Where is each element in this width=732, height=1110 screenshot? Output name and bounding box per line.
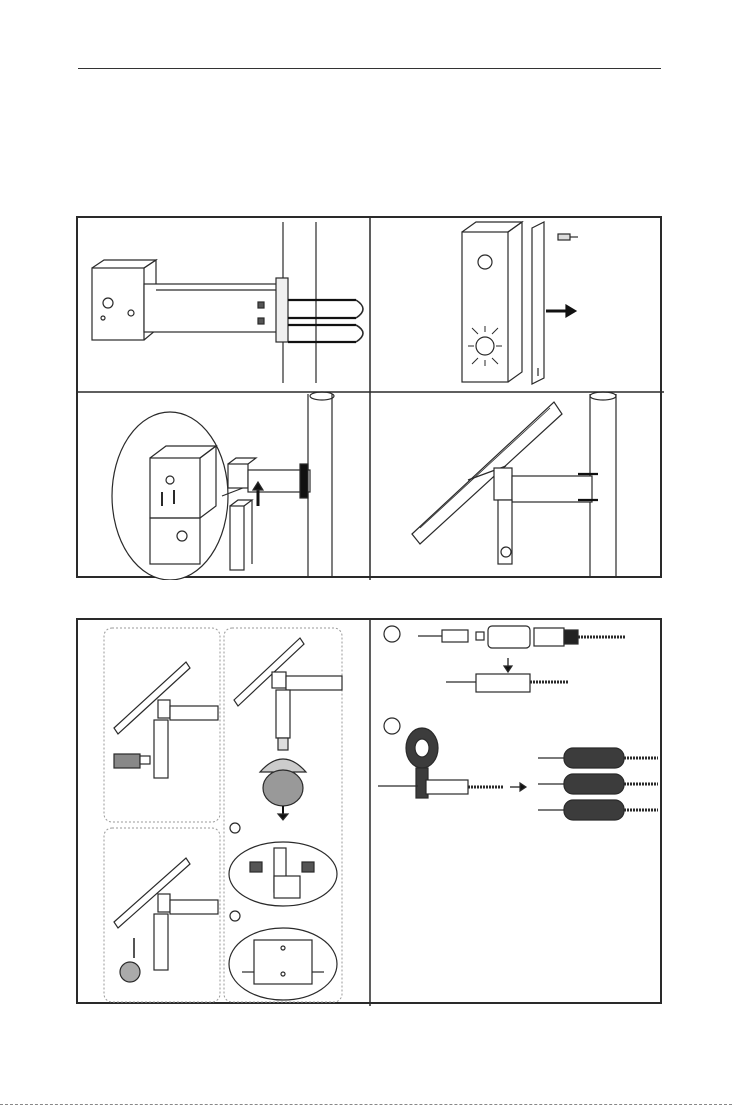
installation-figure-top — [76, 216, 662, 578]
cable-connectors-joining-icon — [384, 626, 626, 692]
u-bolt-bracket-on-pole-icon — [92, 222, 363, 383]
top-figure-drawing — [78, 218, 664, 580]
waterproof-tape-wrapping-icon — [378, 718, 658, 820]
bottom-figure-drawing — [78, 620, 664, 1006]
camera-base-fixing-icon — [229, 911, 337, 1000]
camera-side-mount-icon — [114, 858, 218, 982]
installation-figure-bottom — [76, 618, 662, 1004]
bracket-plate-removal-icon — [462, 222, 578, 384]
camera-screws-fixing-icon — [229, 823, 337, 906]
dome-camera-lowering-icon — [234, 638, 342, 820]
page-edge-dashed — [0, 1104, 732, 1105]
camera-hook-attach-icon — [114, 662, 218, 778]
junction-box-fixing-closeup-icon — [112, 392, 334, 580]
header-rule — [78, 68, 661, 69]
solar-panel-mounted-icon — [412, 392, 616, 576]
